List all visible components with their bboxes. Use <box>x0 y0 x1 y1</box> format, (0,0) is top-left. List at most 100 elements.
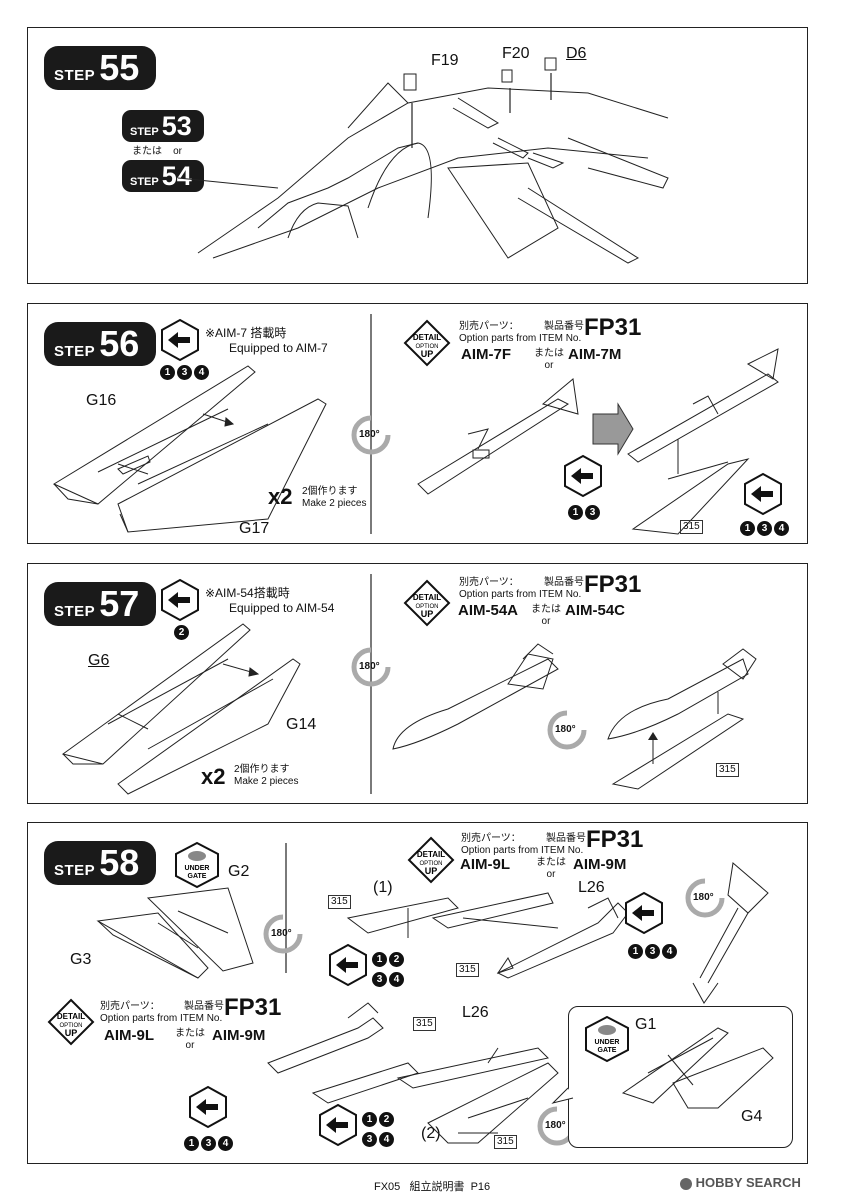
page-footer: FX05 組立説明書 P16 <box>374 1181 491 1193</box>
svg-text:GATE: GATE <box>598 1047 617 1054</box>
svg-text:UP: UP <box>425 866 438 876</box>
rotate-180-icon <box>351 415 391 455</box>
note-jp: ※AIM-54搭載時 <box>205 586 290 600</box>
missile-b: AIM-54C <box>565 602 626 619</box>
rotate-180-icon <box>263 914 303 954</box>
inset-pylon-drawing <box>551 1027 774 1109</box>
label-2: (2) <box>421 1125 441 1142</box>
svg-text:UNDER: UNDER <box>185 865 210 872</box>
option-parts-label: 別売パーツ：Option parts from ITEM No. <box>461 833 584 856</box>
part-label-g1: G1 <box>635 1016 657 1033</box>
detail-up-badge: DETAIL OPTION UP <box>403 319 451 367</box>
step-55-badge: STEP 55 <box>44 46 156 90</box>
rotate-label-2: 180° <box>693 892 714 903</box>
item-number: FP31 <box>586 826 644 853</box>
option-hex-icon <box>161 578 199 622</box>
svg-text:OPTION: OPTION <box>419 861 442 867</box>
part-315-label-d: 315 <box>494 1135 517 1149</box>
option-parts-label-lower: 別売パーツ：Option parts from ITEM No. <box>100 1001 223 1024</box>
part-label-g16: G16 <box>86 392 117 409</box>
rotate-label-2: 180° <box>555 724 576 735</box>
part-label-d6: D6 <box>566 45 587 62</box>
detail-up-badge-lower: DETAIL OPTION UP <box>47 998 95 1046</box>
note-en: Equipped to AIM-7 <box>229 341 328 355</box>
svg-text:UP: UP <box>421 609 434 619</box>
svg-text:DETAIL: DETAIL <box>417 850 445 859</box>
part-label-g2: G2 <box>228 863 250 880</box>
watermark-logo-icon <box>680 1177 692 1190</box>
part-315-label: 315 <box>680 520 703 534</box>
detail-up-badge: DETAIL OPTION UP <box>407 836 455 884</box>
missile-a: AIM-9L <box>460 856 510 873</box>
pylon-drawing <box>52 314 372 534</box>
missile-a: AIM-7F <box>461 346 511 363</box>
step-55-panel: STEP 55 STEP 53 または or STEP 54 F19 F20 D… <box>27 27 808 284</box>
aim9-missile-drawing <box>346 862 769 1004</box>
step-word: STEP <box>54 67 96 84</box>
aim54-missile-drawing <box>392 643 757 790</box>
step-54-ref: STEP 54 <box>122 160 204 192</box>
svg-text:DETAIL: DETAIL <box>413 593 441 602</box>
quantity-x2: x2 <box>201 764 226 789</box>
option-parts-label: 別売パーツ：Option parts from ITEM No. <box>459 577 582 600</box>
part-315-label-c: 315 <box>413 1017 436 1031</box>
label-1: (1) <box>373 879 393 896</box>
option-hex-icon-c <box>625 891 663 935</box>
rotate-label-3: 180° <box>545 1120 566 1131</box>
option-parts-label: 別売パーツ：Option parts from ITEM No. <box>459 321 582 344</box>
part-label-f20: F20 <box>502 45 530 62</box>
step-58-badge: STEP 58 <box>44 841 156 885</box>
rotate-180-icon-2 <box>547 710 587 750</box>
part-label-g4: G4 <box>741 1108 763 1125</box>
option-hex-icon-d <box>189 1085 227 1129</box>
item-number: FP31 <box>584 314 642 341</box>
item-no-jp: 製品番号 <box>544 577 584 588</box>
option-hex-icon-a <box>329 943 367 987</box>
watermark: HOBBY SEARCH <box>680 1175 801 1190</box>
rotate-label: 180° <box>271 928 292 939</box>
missile-a: AIM-54A <box>458 602 519 619</box>
step-58-panel: STEP 58 UNDER GATE G2 G3 180° DETAIL OPT… <box>27 822 808 1164</box>
step-number: 55 <box>99 47 140 88</box>
note-en: Equipped to AIM-54 <box>229 601 335 615</box>
part-label-g14: G14 <box>286 716 317 733</box>
part-label-g3: G3 <box>70 951 92 968</box>
part-label-g17: G17 <box>239 520 270 537</box>
part-label-f19: F19 <box>431 52 459 69</box>
svg-text:UP: UP <box>421 349 434 359</box>
missile-a-lower: AIM-9L <box>104 1027 154 1044</box>
part-315-label-a: 315 <box>328 895 351 909</box>
rotate-label: 180° <box>359 661 380 672</box>
svg-text:DETAIL: DETAIL <box>57 1012 85 1021</box>
svg-text:UP: UP <box>65 1028 78 1038</box>
svg-text:OPTION: OPTION <box>415 344 438 350</box>
svg-text:OPTION: OPTION <box>59 1023 82 1029</box>
under-gate-icon-inset: UNDER GATE <box>585 1015 629 1063</box>
option-hex-icon <box>161 318 199 362</box>
part-label-l26-lower: L26 <box>462 1004 489 1021</box>
under-gate-icon: UNDER GATE <box>175 841 219 889</box>
or-label: または or <box>132 146 183 157</box>
step-53-ref: STEP 53 <box>122 110 204 142</box>
svg-text:GATE: GATE <box>188 873 207 880</box>
aim7-missile-drawing <box>417 348 779 535</box>
item-no-jp: 製品番号 <box>544 321 584 332</box>
rotate-180-icon <box>351 647 391 687</box>
aim9-lower-drawing <box>267 1002 559 1144</box>
option-hex-icon-left <box>564 454 602 498</box>
missile-b: AIM-9M <box>573 856 627 873</box>
step-57-badge: STEP 57 <box>44 582 156 626</box>
detail-up-badge: DETAIL OPTION UP <box>403 579 451 627</box>
